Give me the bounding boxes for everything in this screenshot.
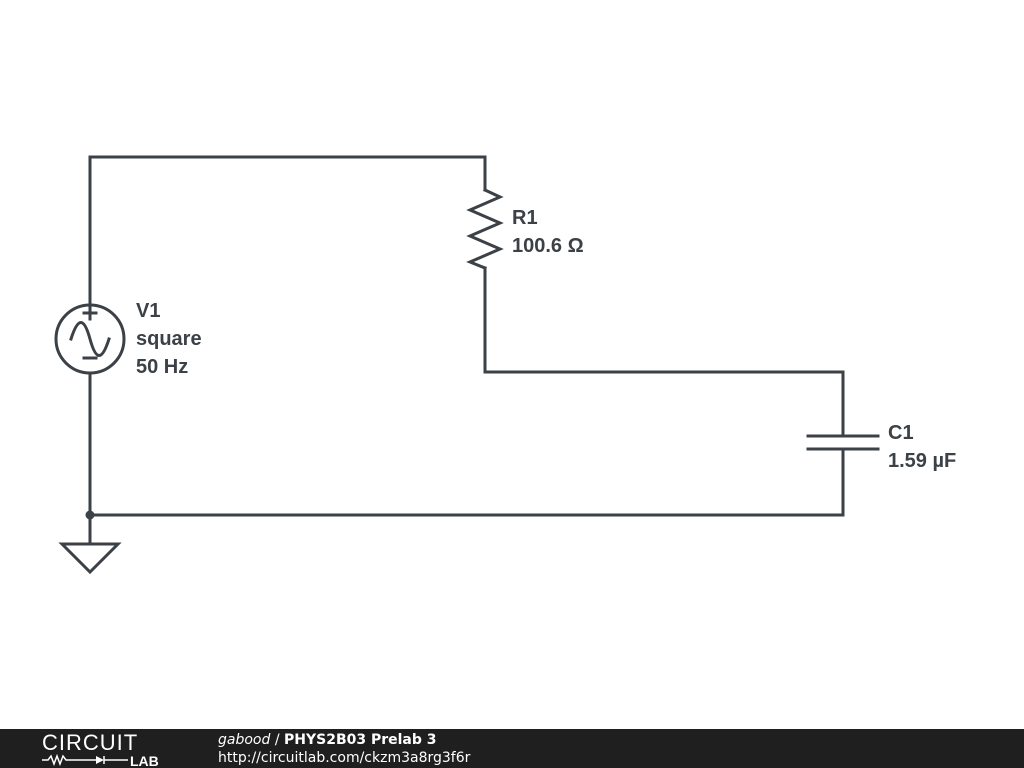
logo-circuit-text: CIRCUIT bbox=[42, 730, 138, 755]
circuit-title[interactable]: PHYS2B03 Prelab 3 bbox=[284, 732, 437, 748]
logo-diode-icon bbox=[96, 756, 104, 764]
c1-value-label: 1.59 µF bbox=[888, 450, 956, 472]
c1-ref-label: C1 bbox=[888, 422, 914, 444]
footer-bar: CIRCUIT LAB gabood / PHYS2B03 Prelab 3 h… bbox=[0, 729, 1024, 768]
r1-value-label: 100.6 Ω bbox=[512, 235, 584, 257]
wire-top bbox=[88, 155, 487, 307]
circuit-schematic: R1 100.6 Ω V1 square 50 Hz C1 1.59 µF bbox=[54, 155, 956, 575]
voltage-source-v1-symbol bbox=[54, 303, 126, 375]
logo-resistor-icon bbox=[42, 753, 96, 767]
wire-bottom bbox=[88, 371, 845, 517]
wire-r1-to-c1 bbox=[483, 266, 845, 436]
circuitlab-logo[interactable]: CIRCUIT LAB bbox=[40, 729, 180, 768]
ground-icon bbox=[58, 542, 122, 575]
author-link[interactable]: gabood bbox=[218, 732, 271, 748]
resistor-r1-symbol bbox=[466, 188, 504, 270]
junction-dot bbox=[85, 510, 95, 520]
capacitor-c1-symbol bbox=[806, 434, 880, 451]
v1-freq-label: 50 Hz bbox=[136, 356, 188, 378]
v1-type-label: square bbox=[136, 328, 202, 350]
footer-title-line: gabood / PHYS2B03 Prelab 3 bbox=[218, 731, 470, 749]
circuit-url[interactable]: http://circuitlab.com/ckzm3a8rg3f6r bbox=[218, 750, 471, 766]
logo-lab-text: LAB bbox=[130, 753, 159, 768]
footer-separator: / bbox=[270, 732, 284, 748]
sine-wave-icon bbox=[69, 321, 111, 357]
v1-ref-label: V1 bbox=[136, 300, 160, 322]
r1-ref-label: R1 bbox=[512, 207, 538, 229]
